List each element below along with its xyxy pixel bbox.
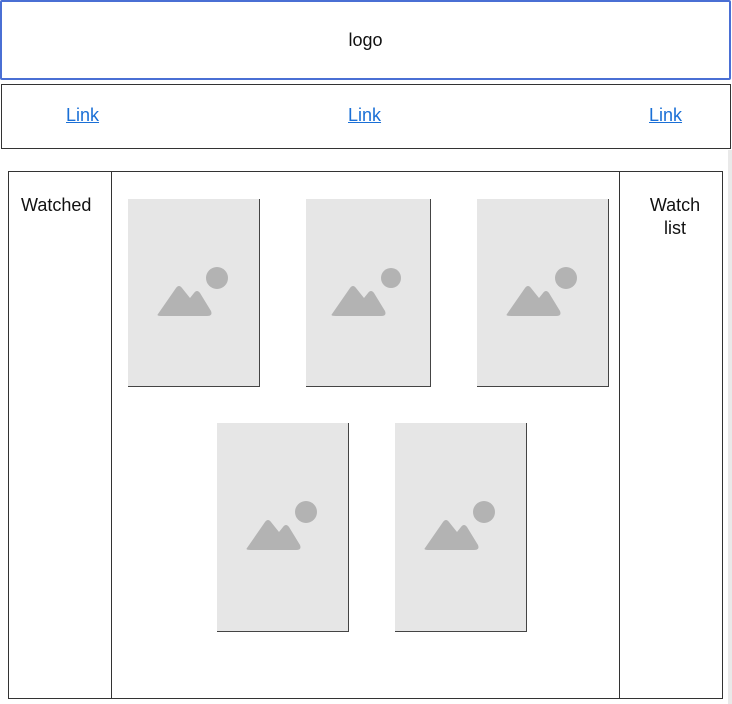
- movie-thumbnail[interactable]: [306, 199, 431, 387]
- nav-link-1[interactable]: Link: [66, 105, 100, 125]
- movie-thumbnail[interactable]: [128, 199, 260, 387]
- watched-sidebar: Watched: [21, 194, 91, 217]
- right-column-divider: [619, 172, 620, 698]
- image-placeholder-icon: [424, 501, 495, 550]
- watchlist-label-line1: Watch: [649, 195, 701, 215]
- image-placeholder-icon: [331, 267, 401, 316]
- movie-thumbnail[interactable]: [477, 199, 609, 387]
- image-placeholder-icon: [157, 266, 228, 316]
- logo-header: logo: [0, 0, 731, 80]
- logo-text: logo: [348, 29, 383, 50]
- page-scroll-edge: [728, 150, 732, 704]
- watched-label: Watched: [21, 195, 92, 215]
- movie-thumbnail[interactable]: [395, 423, 527, 632]
- watchlist-sidebar: Watch list: [641, 194, 709, 240]
- image-placeholder-icon: [506, 266, 577, 316]
- watchlist-label-line2: list: [664, 218, 686, 238]
- image-placeholder-icon: [246, 501, 317, 550]
- nav-bar: Link Link Link: [1, 84, 731, 149]
- nav-link-2[interactable]: Link: [348, 105, 382, 125]
- left-column-divider: [111, 172, 112, 698]
- main-content: Watched Watch list: [8, 171, 723, 699]
- nav-link-3[interactable]: Link: [649, 105, 683, 125]
- movie-thumbnail[interactable]: [217, 423, 349, 632]
